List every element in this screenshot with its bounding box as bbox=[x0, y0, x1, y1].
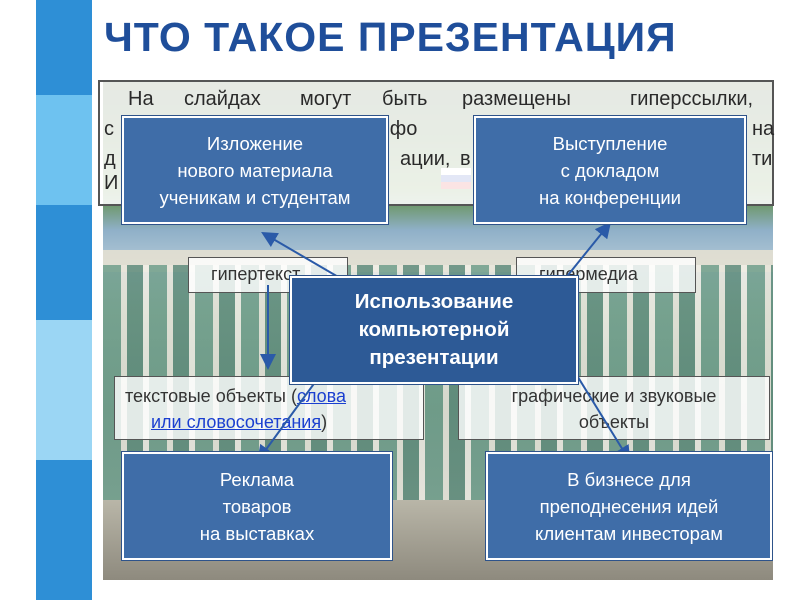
side-accent-bar bbox=[36, 0, 92, 600]
text-objects-prefix: текстовые объекты ( bbox=[125, 386, 297, 406]
box-advertising: Реклама товаров на выставках bbox=[122, 452, 392, 560]
bg-text: гиперссылки, bbox=[630, 88, 754, 110]
hypertext-text: гипертекст bbox=[211, 264, 301, 284]
bg-text: могут bbox=[300, 88, 352, 110]
box-line: ученикам и студентам bbox=[159, 186, 351, 208]
box-line: компьютерной bbox=[358, 318, 510, 341]
graphic-objects-line: графические и звуковые bbox=[511, 386, 717, 406]
bg-text: с bbox=[104, 118, 114, 140]
bg-text: ти bbox=[752, 148, 773, 170]
box-line: на конференции bbox=[538, 186, 682, 208]
box-line: преподнесения идей bbox=[539, 495, 719, 517]
box-line: Реклама bbox=[219, 468, 295, 490]
box-line: Выступление bbox=[552, 132, 668, 154]
bg-text: ации, bbox=[400, 148, 451, 170]
bg-text: И bbox=[104, 172, 119, 194]
box-business: В бизнесе для преподнесения идей клиента… bbox=[486, 452, 772, 560]
slide-title: ЧТО ТАКОЕ ПРЕЗЕНТАЦИЯ bbox=[104, 14, 677, 60]
bg-text: в bbox=[460, 148, 471, 170]
bg-text: д bbox=[104, 148, 116, 170]
box-line: нового материала bbox=[177, 159, 333, 181]
graphic-objects-label: графические и звуковые объекты bbox=[458, 376, 770, 440]
box-center-presentation: Использование компьютерной презентации bbox=[290, 276, 578, 384]
bg-text: размещены bbox=[462, 88, 571, 110]
box-teaching: Изложение нового материала ученикам и ст… bbox=[122, 116, 388, 224]
box-line: клиентам инвесторам bbox=[535, 522, 723, 544]
box-line: Использование bbox=[354, 290, 514, 313]
box-line: В бизнесе для bbox=[567, 468, 691, 490]
bg-text: слайдах bbox=[184, 88, 261, 110]
words-link[interactable]: слова bbox=[296, 386, 347, 406]
box-line: презентации bbox=[369, 346, 499, 369]
box-conference: Выступление с докладом на конференции bbox=[474, 116, 746, 224]
bg-text: На bbox=[128, 88, 154, 110]
graphic-objects-line: объекты bbox=[578, 412, 650, 432]
box-line: с докладом bbox=[560, 159, 660, 181]
box-line: товаров bbox=[222, 495, 292, 517]
bg-text: быть bbox=[382, 88, 428, 110]
phrases-link[interactable]: или словосочетания bbox=[151, 412, 322, 432]
box-line: на выставках bbox=[199, 522, 315, 544]
bg-text: на bbox=[752, 118, 775, 140]
text-objects-suffix: ) bbox=[321, 412, 328, 432]
box-line: Изложение bbox=[206, 132, 304, 154]
text-objects-label: текстовые объекты (слова или словосочета… bbox=[114, 376, 424, 440]
